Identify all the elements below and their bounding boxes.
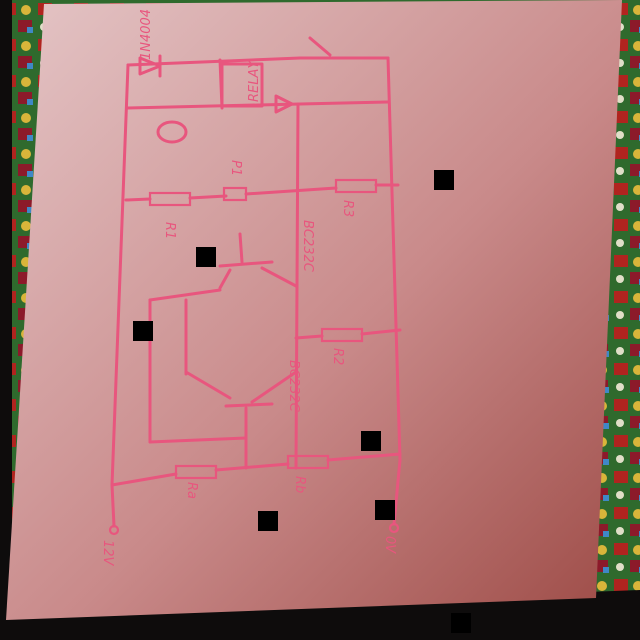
label-q2: BC232C <box>286 360 301 413</box>
label-relay: RELAY <box>247 60 262 102</box>
label-r2: R2 <box>330 348 345 365</box>
circuit-drawing <box>108 36 402 536</box>
dark-edge <box>0 0 12 640</box>
label-12v: 12V <box>100 540 115 567</box>
label-r3: R3 <box>340 200 355 217</box>
label-diode: 1N4004 <box>139 9 154 60</box>
label-r1: R1 <box>162 222 177 239</box>
label-q1: BC232C <box>300 220 315 273</box>
occlusion-square <box>196 247 216 267</box>
label-p1: P1 <box>228 160 243 176</box>
label-rb: Rb <box>292 476 307 493</box>
dark-bottom <box>0 590 640 640</box>
label-0v: 0V <box>382 536 397 554</box>
label-ra: Ra <box>184 482 199 499</box>
occlusion-square <box>451 613 471 633</box>
occlusion-square <box>258 511 278 531</box>
occlusion-square <box>434 170 454 190</box>
occlusion-square <box>133 321 153 341</box>
occlusion-square <box>361 431 381 451</box>
occlusion-square <box>375 500 395 520</box>
paper-sheet <box>6 0 622 620</box>
